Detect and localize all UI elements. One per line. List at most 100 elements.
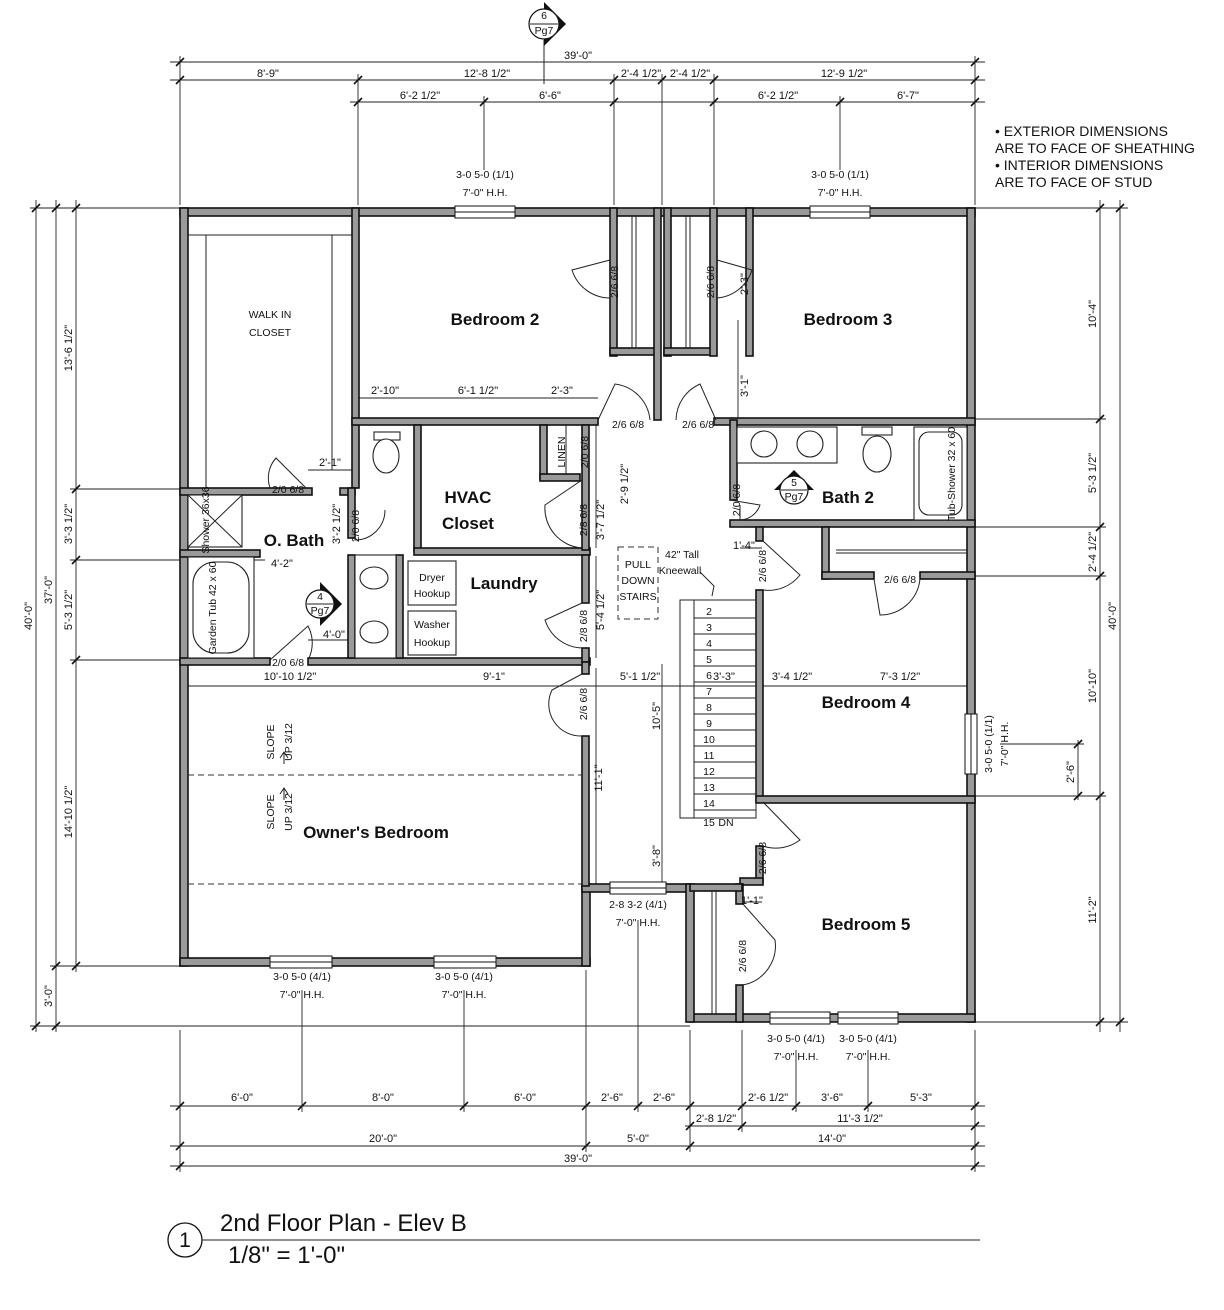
dim-left-3: 3'-0"	[43, 985, 55, 1007]
pull-stairs-2: DOWN	[621, 575, 654, 587]
up-label-2: UP 3/12	[283, 793, 295, 831]
dim-left-37: 37'-0"	[43, 576, 55, 604]
dim-label: 3'-8"	[651, 845, 663, 867]
window-bottom-left2-hh: 7'-0" H.H.	[442, 989, 487, 1001]
dim-label: 3'-1"	[739, 375, 751, 397]
section-marker-num: 6	[541, 10, 547, 22]
stair-num: 6	[706, 670, 712, 682]
note-line-4: ARE TO FACE OF STUD	[995, 174, 1152, 190]
dim-top-c: 2'-4 1/2"	[621, 68, 661, 80]
garden-tub-label: Garden Tub 42 x 60	[207, 561, 219, 654]
dim-label: 2'-3"	[551, 385, 573, 397]
pull-stairs-1: PULL	[625, 559, 651, 571]
room-linen: LINEN	[556, 437, 568, 468]
window-bottom-right2-size: 3-0 5-0 (4/1)	[839, 1033, 897, 1045]
dim-label: 9'-1"	[483, 671, 505, 683]
detail-marker-obath-num: 4	[317, 591, 323, 603]
window-bottom-right1-hh: 7'-0" H.H.	[774, 1051, 819, 1063]
window-bottom-right1-size: 3-0 5-0 (4/1)	[767, 1033, 825, 1045]
dim-bot1-e: 2'-6"	[653, 1092, 675, 1104]
dim-right-overall: 40'-0"	[1107, 602, 1119, 630]
dim-label: 4'-0"	[323, 629, 345, 641]
dim-bot3-b: 5'-0"	[627, 1133, 649, 1145]
dim-label: 5'-1 1/2"	[620, 671, 660, 683]
room-bath-2: Bath 2	[822, 488, 874, 507]
door-label: 2/0 6/8	[272, 657, 304, 669]
stair-num: 10	[703, 734, 715, 746]
note-line-2: ARE TO FACE OF SHEATHING	[995, 140, 1195, 156]
window-top-left-size: 3-0 5-0 (1/1)	[456, 169, 514, 181]
slope-label-2: SLOPE	[265, 794, 277, 829]
section-marker	[528, 2, 566, 84]
room-bedroom-3: Bedroom 3	[804, 310, 893, 329]
dim-left-c: 5'-3 1/2"	[63, 590, 75, 630]
door-labels: 2/6 6/8 2/6 6/8 2/6 6/8 2/6 6/8 2/0 6/8 …	[272, 266, 916, 972]
dim-label: 1'-4"	[733, 540, 755, 552]
dim-bot1-d: 2'-6"	[601, 1092, 623, 1104]
dim-left-b: 3'-3 1/2"	[63, 504, 75, 544]
dim-top-overall: 39'-0"	[564, 50, 592, 62]
tub-shower-label: Tub-Shower 32 x 60	[946, 427, 958, 521]
dim-label: 2'-3"	[739, 273, 751, 295]
window-bottom-right2-hh: 7'-0" H.H.	[846, 1051, 891, 1063]
dim-bot1-a: 6'-0"	[231, 1092, 253, 1104]
dim-bot2-b: 11'-3 1/2"	[837, 1113, 883, 1125]
dim-top-a: 8'-9"	[257, 68, 279, 80]
title-number: 1	[179, 1229, 191, 1252]
dim-bot3-c: 14'-0"	[818, 1133, 846, 1145]
dim-left-a: 13'-6 1/2"	[63, 325, 75, 371]
stair-num: 14	[703, 798, 715, 810]
stair-num: 5	[706, 654, 712, 666]
window-bottom-left2-size: 3-0 5-0 (4/1)	[435, 971, 493, 983]
washer-label-2: Hookup	[414, 637, 450, 649]
dim-bot1-c: 6'-0"	[514, 1092, 536, 1104]
dim-label: 10'-5"	[651, 702, 663, 730]
dim-label: 2'-10"	[371, 385, 399, 397]
title-scale: 1/8" = 1'-0"	[228, 1242, 345, 1269]
door-label: 2/6 6/8	[682, 419, 714, 431]
room-laundry: Laundry	[470, 574, 538, 593]
window-openings	[269, 205, 978, 1025]
dim-bot1-h: 5'-3"	[910, 1092, 932, 1104]
room-hvac-line1: HVAC	[445, 488, 492, 507]
door-label: 2/6 6/8	[757, 842, 769, 874]
dim-top-b: 12'-8 1/2"	[464, 68, 510, 80]
dim-label: 5'-4 1/2"	[595, 590, 607, 630]
dim-label: 10'-10 1/2"	[264, 671, 317, 683]
door-label: 2/8 6/8	[578, 610, 590, 642]
slope-label-1: SLOPE	[265, 724, 277, 759]
note-line-3: • INTERIOR DIMENSIONS	[995, 157, 1163, 173]
detail-marker-obath-page: Pg7	[311, 605, 330, 617]
window-bottom-left1-hh: 7'-0" H.H.	[280, 989, 325, 1001]
stair-num: 9	[706, 718, 712, 730]
stair-num: 3	[706, 622, 712, 634]
door-label: 2/6 6/8	[705, 266, 717, 298]
shower-label: Shower 36x36	[200, 486, 212, 553]
kneewall-label-2: Kneewall	[659, 565, 702, 577]
dim-label: 3'-4 1/2"	[772, 671, 812, 683]
bottom-dimension-lines	[170, 920, 985, 1172]
dim-top-e: 12'-9 1/2"	[821, 68, 867, 80]
staircase	[617, 546, 757, 819]
dim-bot1-g: 3'-6"	[821, 1092, 843, 1104]
stair-num: 15	[703, 817, 715, 829]
dim-right-b: 5'-3 1/2"	[1087, 453, 1099, 493]
dim-label: 3'-3"	[713, 671, 735, 683]
closet-shelving	[188, 216, 967, 1014]
pull-stairs-3: STAIRS	[619, 591, 656, 603]
dim-label: 4'-2"	[271, 558, 293, 570]
note-line-1: • EXTERIOR DIMENSIONS	[995, 123, 1168, 139]
dim-label: 11'-1"	[593, 764, 605, 791]
dim-top2-b: 6'-6"	[539, 90, 561, 102]
dim-top2-c: 6'-2 1/2"	[758, 90, 798, 102]
detail-marker-bath2-num: 5	[791, 477, 797, 489]
dim-label: 1'-1"	[741, 895, 763, 907]
dim-label: 2'-9 1/2"	[619, 464, 631, 504]
room-owners-bedroom: Owner's Bedroom	[303, 823, 449, 842]
window-right-size: 3-0 5-0 (1/1)	[983, 715, 995, 773]
dim-bot3-a: 20'-0"	[369, 1133, 397, 1145]
stair-num: 2	[706, 606, 712, 618]
window-bottom-mid-size: 2-8 3-2 (4/1)	[609, 899, 667, 911]
